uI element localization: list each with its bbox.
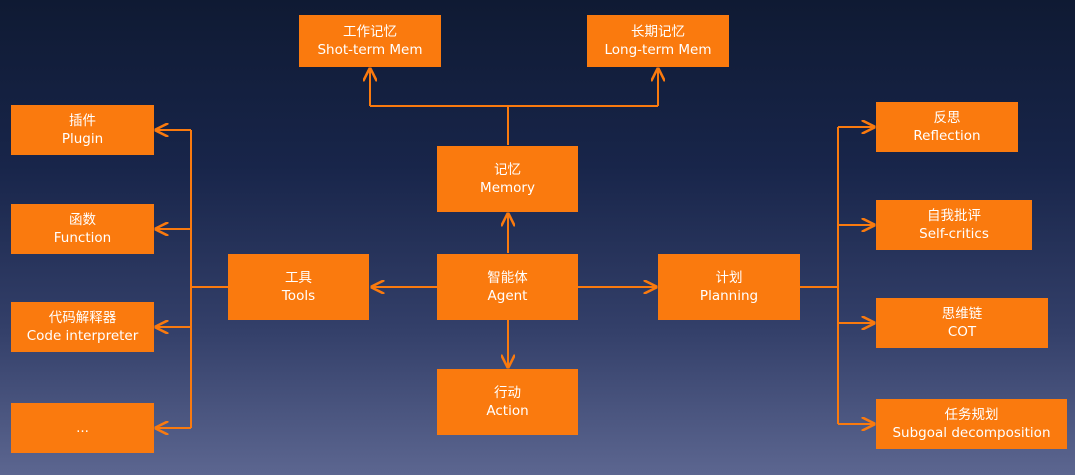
long-term-mem-label-en: Long-term Mem	[604, 42, 712, 58]
reflection-label-en: Reflection	[913, 128, 981, 144]
function-label-zh: 函数	[69, 212, 96, 228]
planning-label-en: Planning	[699, 288, 759, 304]
tools-label-zh: 工具	[285, 270, 312, 286]
action-label-zh: 行动	[494, 385, 521, 401]
more-tools-node: ...	[11, 403, 154, 453]
short-term-mem-node: 工作记忆 Shot-term Mem	[299, 15, 441, 67]
long-term-mem-label-zh: 长期记忆	[631, 24, 685, 40]
agent-node: 智能体 Agent	[437, 254, 578, 320]
memory-label-en: Memory	[480, 180, 535, 196]
plugin-label-zh: 插件	[69, 113, 96, 129]
memory-label-zh: 记忆	[494, 162, 521, 178]
cot-label-en: COT	[947, 324, 977, 340]
action-node: 行动 Action	[437, 369, 578, 435]
function-label-en: Function	[53, 230, 112, 246]
plugin-node: 插件 Plugin	[11, 105, 154, 155]
tools-label-en: Tools	[281, 288, 316, 304]
code-interpreter-label-zh: 代码解释器	[48, 310, 117, 326]
plugin-label-en: Plugin	[61, 131, 104, 147]
planning-node: 计划 Planning	[658, 254, 800, 320]
subgoal-label-zh: 任务规划	[944, 407, 999, 423]
cot-node: 思维链 COT	[876, 298, 1048, 348]
self-critics-label-en: Self-critics	[919, 226, 989, 242]
cot-label-zh: 思维链	[941, 306, 983, 322]
reflection-label-zh: 反思	[933, 110, 961, 126]
memory-node: 记忆 Memory	[437, 146, 578, 212]
agent-label-zh: 智能体	[487, 270, 528, 286]
tools-node: 工具 Tools	[228, 254, 369, 320]
code-interpreter-label-en: Code interpreter	[26, 328, 139, 344]
reflection-node: 反思 Reflection	[876, 102, 1018, 152]
short-term-mem-label-en: Shot-term Mem	[317, 42, 423, 58]
action-label-en: Action	[486, 403, 529, 419]
code-interpreter-node: 代码解释器 Code interpreter	[11, 302, 154, 352]
short-term-mem-label-zh: 工作记忆	[343, 24, 397, 40]
subgoal-label-en: Subgoal decomposition	[892, 425, 1051, 441]
self-critics-label-zh: 自我批评	[927, 208, 981, 224]
long-term-mem-node: 长期记忆 Long-term Mem	[587, 15, 729, 67]
subgoal-node: 任务规划 Subgoal decomposition	[876, 399, 1067, 449]
agent-label-en: Agent	[487, 288, 528, 304]
planning-label-zh: 计划	[715, 270, 743, 286]
function-node: 函数 Function	[11, 204, 154, 254]
more-tools-label: ...	[76, 420, 89, 436]
self-critics-node: 自我批评 Self-critics	[876, 200, 1032, 250]
